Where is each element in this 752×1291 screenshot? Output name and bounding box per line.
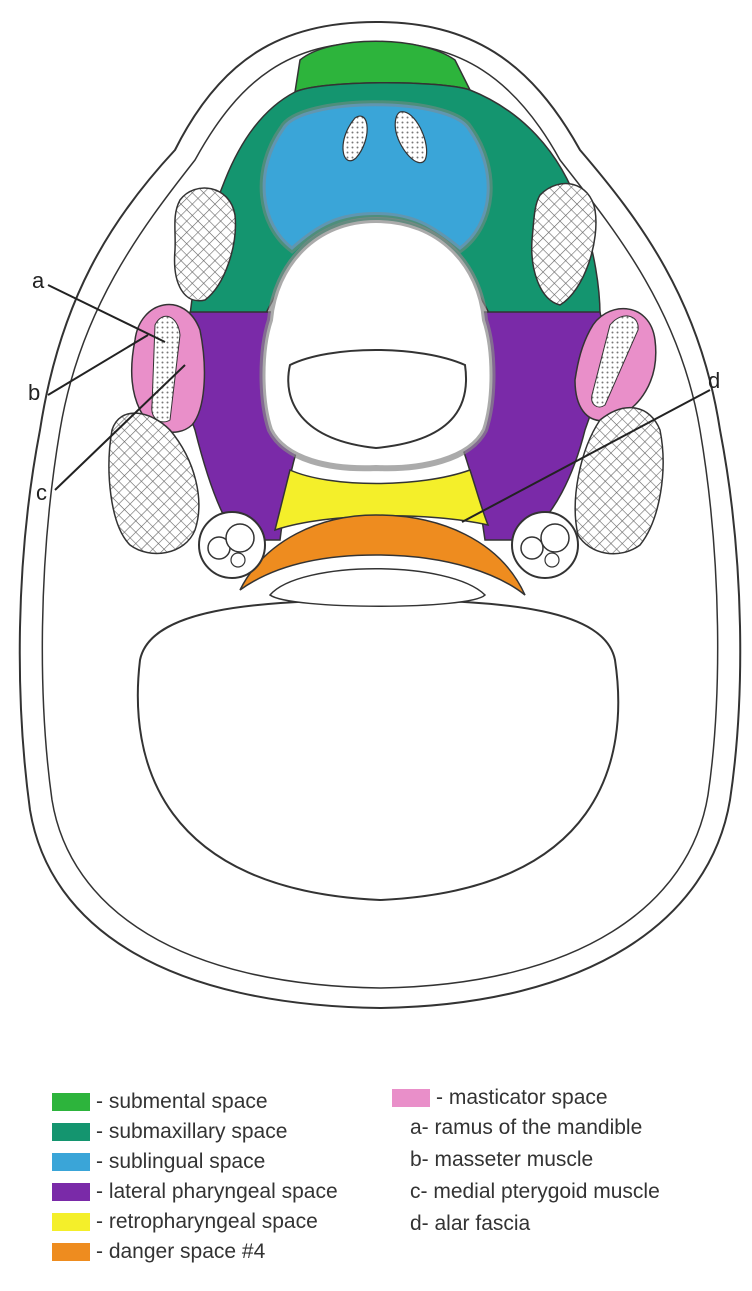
legend-item-lateral-pharyngeal: - lateral pharyngeal space xyxy=(52,1180,338,1204)
legend-item-sublingual: - sublingual space xyxy=(52,1150,265,1174)
legend-label: - masticator space xyxy=(436,1086,608,1110)
callout-a: a xyxy=(32,268,44,294)
legend-label: - danger space #4 xyxy=(96,1240,265,1264)
legend-note-b: b- masseter muscle xyxy=(410,1148,593,1172)
callout-b: b xyxy=(28,380,40,406)
legend-label: - submaxillary space xyxy=(96,1120,287,1144)
legend-item-submaxillary: - submaxillary space xyxy=(52,1120,287,1144)
legend-note-a: a- ramus of the mandible xyxy=(410,1116,642,1140)
legend-swatch xyxy=(392,1089,430,1107)
carotid-sheath-left xyxy=(199,512,265,578)
legend-label: - retropharyngeal space xyxy=(96,1210,318,1234)
legend-item-danger-space: - danger space #4 xyxy=(52,1240,265,1264)
legend-swatch xyxy=(52,1183,90,1201)
legend-swatch xyxy=(52,1153,90,1171)
legend: - submental space - submaxillary space -… xyxy=(0,1080,752,1280)
carotid-sheath-right xyxy=(512,512,578,578)
legend-note-c: c- medial pterygoid muscle xyxy=(410,1180,660,1204)
legend-label: - submental space xyxy=(96,1090,268,1114)
legend-item-submental: - submental space xyxy=(52,1090,268,1114)
legend-item-retropharyngeal: - retropharyngeal space xyxy=(52,1210,318,1234)
legend-swatch xyxy=(52,1213,90,1231)
neck-cross-section-diagram xyxy=(0,0,752,1050)
callout-d: d xyxy=(708,368,720,394)
callout-c: c xyxy=(36,480,47,506)
legend-swatch xyxy=(52,1093,90,1111)
legend-swatch xyxy=(52,1123,90,1141)
legend-label: - sublingual space xyxy=(96,1150,265,1174)
legend-swatch xyxy=(52,1243,90,1261)
legend-label: - lateral pharyngeal space xyxy=(96,1180,338,1204)
legend-item-masticator: - masticator space xyxy=(392,1086,608,1110)
legend-note-d: d- alar fascia xyxy=(410,1212,530,1236)
